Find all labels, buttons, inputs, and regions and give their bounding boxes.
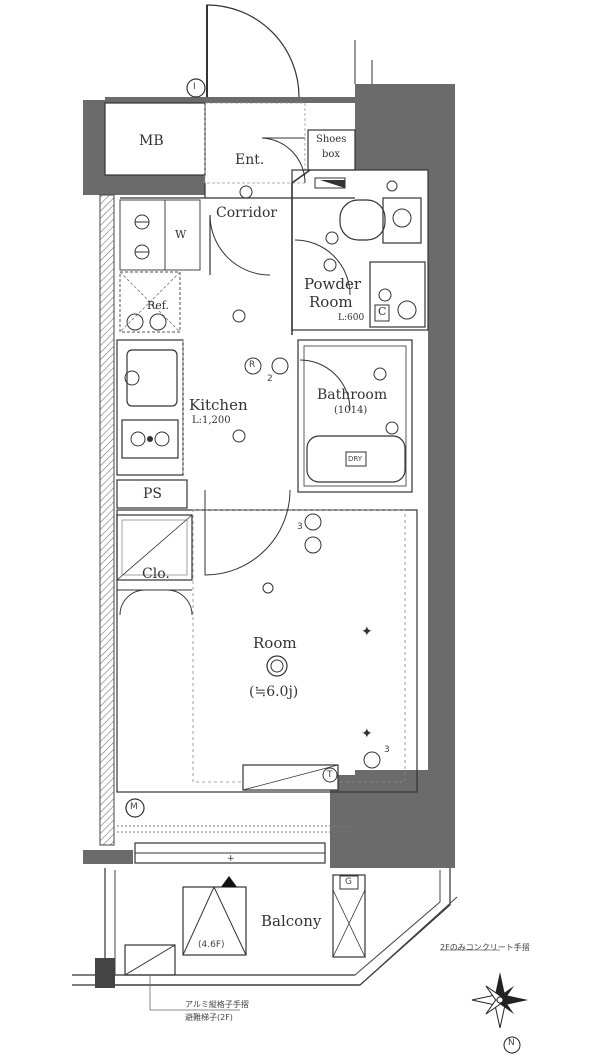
label-gas-meter: G — [345, 877, 352, 887]
meter-circle — [125, 798, 145, 818]
label-shoes-box-2: box — [322, 149, 341, 160]
wall-mb-bottom — [83, 175, 205, 195]
intercom-marker — [186, 78, 206, 98]
kitchen-sink — [126, 349, 178, 407]
label-room-size: (≒6.0j) — [249, 684, 299, 700]
svg-text:✦: ✦ — [361, 726, 373, 742]
label-corridor: Corridor — [216, 205, 278, 221]
bathroom — [297, 339, 413, 493]
powder-room — [291, 169, 429, 331]
label-closet: Clo. — [142, 566, 170, 582]
label-shoes-box-1: Shoes — [316, 134, 347, 145]
label-outlet-3a: 3 — [297, 522, 303, 532]
refrigerator-area — [119, 271, 181, 333]
label-kitchen-size: L:1,200 — [192, 415, 231, 426]
compass-north-label: N — [508, 1038, 515, 1048]
wall-left-hatched — [99, 194, 115, 846]
label-refrigerator: Ref. — [147, 299, 169, 312]
label-outlet-2: 2 — [267, 374, 273, 384]
label-ps: PS — [143, 486, 163, 502]
label-entrance: Ent. — [235, 152, 265, 168]
label-balcony-hatch: (4.6F) — [198, 940, 225, 950]
svg-text:✦: ✦ — [361, 624, 373, 640]
balcony-hatch — [182, 886, 247, 956]
vanity — [369, 261, 426, 328]
compass-rose — [471, 972, 528, 1054]
label-mb: MB — [139, 133, 164, 149]
label-washer: W — [175, 228, 187, 241]
label-dryer: DRY — [348, 455, 363, 463]
shoes-box — [307, 129, 356, 171]
svg-text:+: + — [227, 854, 235, 864]
label-bathroom: Bathroom — [317, 387, 388, 403]
mb-room — [104, 102, 206, 176]
label-tv: T — [327, 770, 333, 780]
wall-inner-cut — [355, 170, 428, 770]
label-room: Room — [253, 634, 297, 652]
bathtub — [306, 435, 406, 483]
label-powder-room-2: Room — [309, 293, 353, 311]
note-evacuation-ladder: 避難梯子(2F) — [185, 1013, 233, 1022]
label-kitchen: Kitchen — [189, 396, 248, 414]
entrance-area — [204, 102, 306, 184]
note-concrete-rail: 2Fのみコンクリート手摺 — [440, 943, 530, 952]
label-balcony: Balcony — [261, 912, 322, 930]
wall-mb-left — [83, 100, 105, 195]
label-meter: M — [130, 802, 138, 812]
stove — [121, 419, 179, 459]
label-powder-room-1: Powder — [304, 275, 362, 293]
label-bathroom-size: (1014) — [334, 405, 368, 416]
note-aluminum-rail: アルミ縦格子手摺 — [185, 1000, 249, 1009]
label-outlet-r: R — [249, 360, 256, 370]
washer-area — [119, 199, 201, 271]
pipe-space — [116, 479, 188, 509]
label-outlet-3b: 3 — [384, 745, 390, 755]
wall-bottom-left — [83, 850, 133, 864]
label-intercom: I — [193, 82, 196, 92]
toilet — [339, 199, 386, 241]
entrance-door — [206, 4, 300, 98]
label-powder-room-size: L:600 — [338, 313, 365, 323]
label-closet-c: C — [378, 305, 387, 318]
wall-top — [105, 97, 355, 103]
